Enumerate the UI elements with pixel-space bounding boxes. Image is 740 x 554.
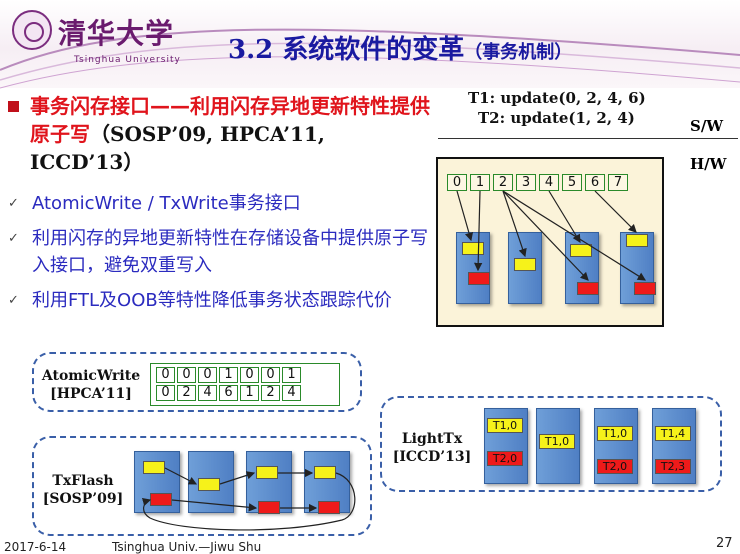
lba-cell: 5 <box>562 174 582 191</box>
lba-cell: 1 <box>470 174 490 191</box>
sw-label: S/W <box>690 117 724 135</box>
lighttx-label: LightTx [ICCD’13] <box>384 430 480 466</box>
sub-bullet-2: 利用闪存的异地更新特性在存储设备中提供原子写入接口，避免双重写入 <box>32 228 428 276</box>
t2-tag: T2,3 <box>655 459 691 474</box>
txflash-group <box>32 436 372 536</box>
t2-page <box>258 501 280 514</box>
aw-flag-cell: 0 <box>240 367 259 383</box>
aw-addr-cell: 6 <box>219 385 238 401</box>
flash-chip <box>246 451 292 513</box>
sw-hw-divider <box>438 138 738 139</box>
slide-title-sub: （事务机制） <box>464 42 573 63</box>
t1-page <box>198 478 220 491</box>
txflash-name: TxFlash <box>52 473 114 489</box>
t2-page <box>634 282 656 295</box>
aw-flag-cell: 1 <box>219 367 238 383</box>
txflash-label: TxFlash [SOSP’09] <box>38 472 128 508</box>
aw-addr-cell: 2 <box>261 385 280 401</box>
atomicwrite-citation: [HPCA’11] <box>50 386 132 402</box>
t1-tag: T1,0 <box>487 418 523 433</box>
t2-tag: T2,0 <box>597 459 633 474</box>
t2-page <box>577 282 599 295</box>
university-name-en: Tsinghua University <box>74 55 181 65</box>
t2-page <box>318 501 340 514</box>
t1-page <box>314 466 336 479</box>
main-bullet-citation: （SOSP’09, HPCA’11, ICCD’13） <box>30 122 325 174</box>
t2-tag: T2,0 <box>487 451 523 466</box>
t1-page <box>143 461 165 474</box>
lba-cell: 2 <box>493 174 513 191</box>
t1-page <box>570 244 592 257</box>
lba-cell: 0 <box>447 174 467 191</box>
main-bullet-text: 事务闪存接口——利用闪存异地更新特性提供原子写 <box>30 94 430 146</box>
t2-page <box>468 272 490 285</box>
sub-bullet-1: AtomicWrite / TxWrite事务接口 <box>32 193 301 214</box>
atomicwrite-table-frame <box>150 363 340 406</box>
lba-cell: 4 <box>539 174 559 191</box>
page-number: 27 <box>716 536 733 551</box>
aw-addr-cell: 4 <box>198 385 217 401</box>
footer-author: Tsinghua Univ.—Jiwu Shu <box>112 540 262 554</box>
footer-date: 2017-6-14 <box>4 540 67 554</box>
check-icon: ✓ <box>8 231 19 246</box>
update-t1: T1: update(0, 2, 4, 6) <box>468 89 646 107</box>
university-name-cn: 清华大学 <box>58 17 175 50</box>
transaction-updates: T1: update(0, 2, 4, 6) T2: update(1, 2, … <box>468 88 646 128</box>
aw-flag-cell: 0 <box>156 367 175 383</box>
t1-page <box>626 234 648 247</box>
t1-page <box>514 258 536 271</box>
check-icon: ✓ <box>8 196 19 211</box>
aw-addr-cell: 4 <box>282 385 301 401</box>
university-emblem-icon <box>12 10 52 50</box>
main-bullet: 事务闪存接口——利用闪存异地更新特性提供原子写（SOSP’09, HPCA’11… <box>30 92 435 176</box>
aw-addr-cell: 0 <box>156 385 175 401</box>
aw-addr-cell: 2 <box>177 385 196 401</box>
t1-page <box>256 466 278 479</box>
check-icon: ✓ <box>8 293 19 308</box>
update-t2: T2: update(1, 2, 4) <box>478 109 635 127</box>
lba-cell: 6 <box>585 174 605 191</box>
aw-addr-cell: 1 <box>240 385 259 401</box>
sub-bullet-3: 利用FTL及OOB等特性降低事务状态跟踪代价 <box>32 290 392 311</box>
slide-title-main: 3.2 系统软件的变革 <box>228 35 465 65</box>
header-swoosh-decoration <box>0 28 740 89</box>
t1-tag: T1,0 <box>539 434 575 449</box>
lba-cell: 7 <box>608 174 628 191</box>
aw-flag-cell: 1 <box>282 367 301 383</box>
hw-label: H/W <box>690 155 727 173</box>
atomicwrite-name: AtomicWrite <box>41 368 141 384</box>
t1-tag: T1,0 <box>597 426 633 441</box>
aw-flag-cell: 0 <box>198 367 217 383</box>
atomicwrite-label: AtomicWrite [HPCA’11] <box>38 367 144 403</box>
atomicwrite-group <box>32 352 362 412</box>
slide-title: 3.2 系统软件的变革（事务机制） <box>228 29 572 66</box>
lighttx-name: LightTx <box>401 431 463 447</box>
txflash-citation: [SOSP’09] <box>42 491 124 507</box>
square-bullet-icon <box>8 101 19 112</box>
aw-flag-cell: 0 <box>261 367 280 383</box>
lba-cell: 3 <box>516 174 536 191</box>
lighttx-group <box>380 396 722 492</box>
aw-flag-cell: 0 <box>177 367 196 383</box>
lighttx-citation: [ICCD’13] <box>392 449 472 465</box>
t1-tag: T1,4 <box>655 426 691 441</box>
